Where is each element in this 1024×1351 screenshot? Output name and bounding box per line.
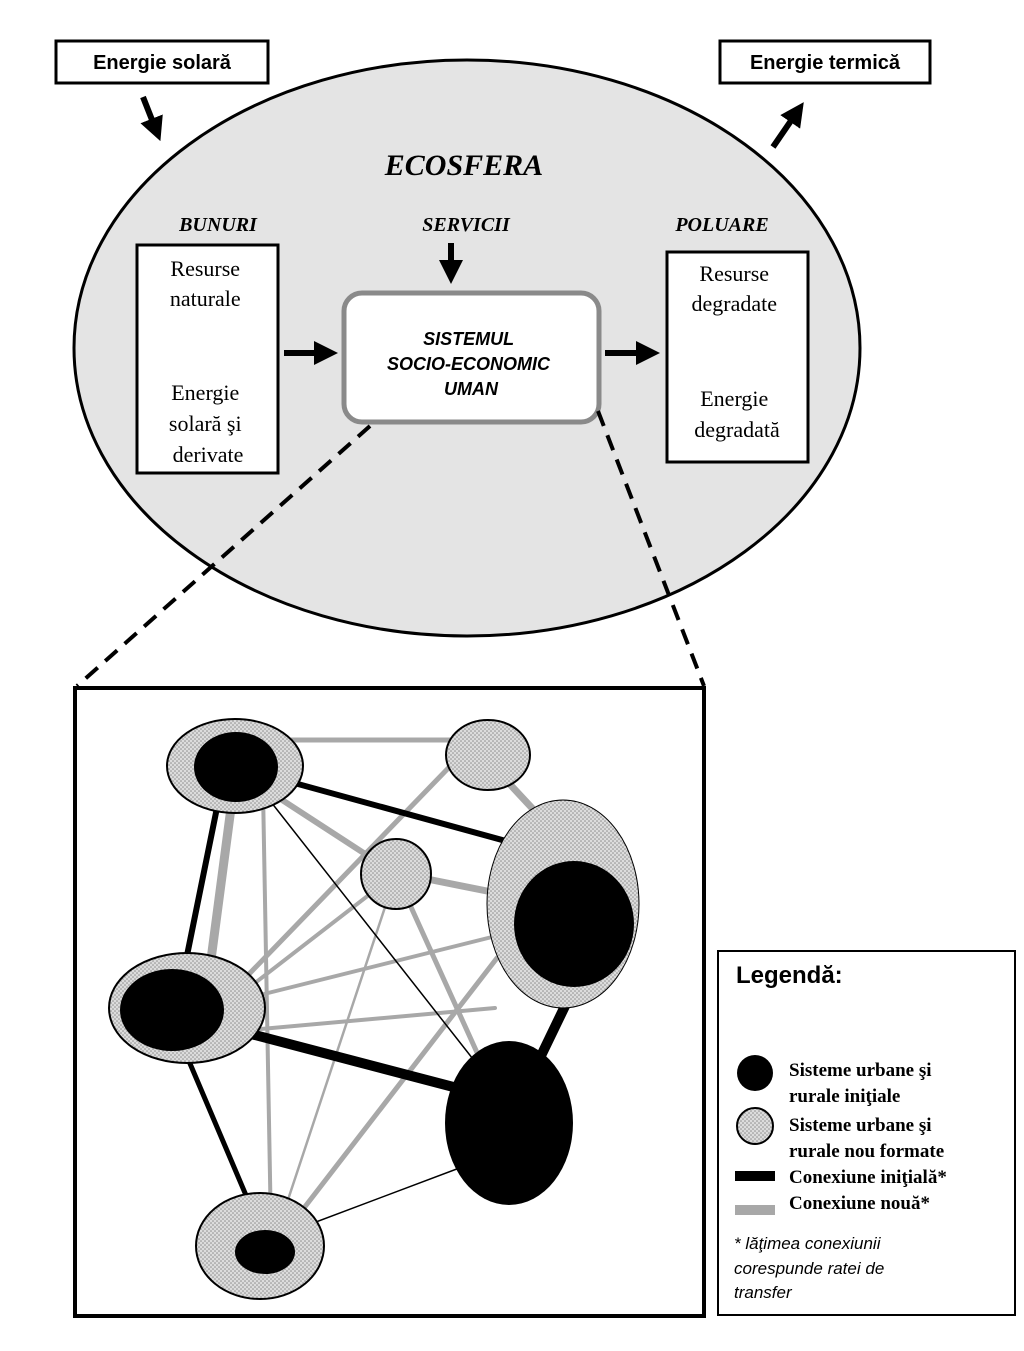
new-connection <box>248 1006 497 1032</box>
system-line-1: SISTEMUL <box>423 329 514 349</box>
thermal-energy-label: Energie termică <box>750 52 901 74</box>
new-connection <box>219 753 463 1005</box>
resources-line-4: solară şi <box>169 411 242 436</box>
degraded-line-2: degradate <box>692 291 778 316</box>
legend-item-2-line-1: Sisteme urbane şi <box>789 1115 932 1136</box>
degraded-line-4: degradată <box>694 417 780 442</box>
solar-energy-label: Energie solară <box>93 52 232 74</box>
new-connection <box>261 788 273 1234</box>
legend-note-line-3: transfer <box>734 1283 793 1302</box>
node-right-large <box>486 799 640 1009</box>
solar-energy-input: Energie solară <box>54 39 270 85</box>
degraded-resources-box: Resurse degradate Energie degradată <box>665 250 810 464</box>
new-connection <box>268 872 398 1256</box>
resources-line-2: naturale <box>170 286 241 311</box>
svg-text:SISTEMUL SOCIO-ECONOMIC: SISTEMUL SOCIO-ECONOMIC UMAN <box>387 329 555 399</box>
node-bottom-right <box>445 1041 573 1205</box>
legend-item-4: Conexiune nouă* <box>789 1193 930 1214</box>
new-connection <box>428 876 501 897</box>
zoom-dashed-left <box>75 424 372 688</box>
pollution-heading: POLUARE <box>674 214 768 236</box>
legend-box: Legendă: Sisteme urbane şi rurale iniţia… <box>717 950 1016 1316</box>
new-connections <box>202 737 549 1256</box>
thermal-output-arrow <box>770 102 804 149</box>
initial-connection <box>299 1163 471 1229</box>
svg-text:Resurse naturale E: Resurse naturale Energie solară şi deriv… <box>169 256 247 467</box>
thermal-energy-output: Energie termică <box>718 39 932 85</box>
degraded-line-3: Energie <box>700 386 768 411</box>
degraded-line-1: Resurse <box>699 261 769 286</box>
svg-text:Sisteme urbane şi rurale: Sisteme urbane şi rurale nou formate <box>789 1115 944 1162</box>
node-left-middle <box>108 952 266 1064</box>
node-top-left <box>166 718 304 814</box>
new-connection <box>267 955 500 1255</box>
solar-input-arrow <box>140 95 163 142</box>
svg-text:* lăţimea conexiunii cor: * lăţimea conexiunii corespunde ratei de… <box>734 1234 889 1302</box>
network-nodes <box>108 718 640 1300</box>
socio-economic-system-box: SISTEMUL SOCIO-ECONOMIC UMAN <box>341 290 602 425</box>
node-bottom-left <box>195 1192 325 1300</box>
svg-text:Resurse degradate: Resurse degradate Energie degradată <box>692 261 783 442</box>
legend-note-line-2: corespunde ratei de <box>734 1259 884 1278</box>
node-top-small <box>445 719 531 791</box>
legend-new-system-icon <box>736 1107 774 1145</box>
legend-new-connection-swatch <box>735 1205 775 1215</box>
system-line-2: SOCIO-ECONOMIC <box>387 354 551 374</box>
resources-line-3: Energie <box>171 380 239 405</box>
resources-line-1: Resurse <box>170 256 240 281</box>
new-connection <box>218 928 522 1007</box>
legend-initial-system-icon <box>737 1055 773 1091</box>
initial-connection <box>259 787 481 1069</box>
legend-item-2-line-2: rurale nou formate <box>789 1141 944 1162</box>
legend-note-line-1: * lăţimea conexiunii <box>734 1234 882 1253</box>
zoom-dashed-right <box>596 410 706 687</box>
goods-heading: BUNURI <box>178 214 258 236</box>
ecosphere-title: ECOSFERA <box>384 149 543 182</box>
legend-item-3: Conexiune iniţială* <box>789 1167 947 1188</box>
resources-line-5: derivate <box>173 442 244 467</box>
legend-item-1-line-1: Sisteme urbane şi <box>789 1060 932 1081</box>
legend-title: Legendă: <box>736 962 843 989</box>
legend-item-1-line-2: rurale iniţiale <box>789 1086 900 1107</box>
legend-initial-connection-swatch <box>735 1171 775 1181</box>
svg-text:Sisteme urbane şi rurale: Sisteme urbane şi rurale iniţiale <box>789 1060 936 1107</box>
node-center-small <box>360 838 432 910</box>
natural-resources-box: Resurse naturale Energie solară şi deriv… <box>135 243 280 475</box>
system-line-3: UMAN <box>444 379 499 399</box>
services-heading: SERVICII <box>422 214 511 236</box>
